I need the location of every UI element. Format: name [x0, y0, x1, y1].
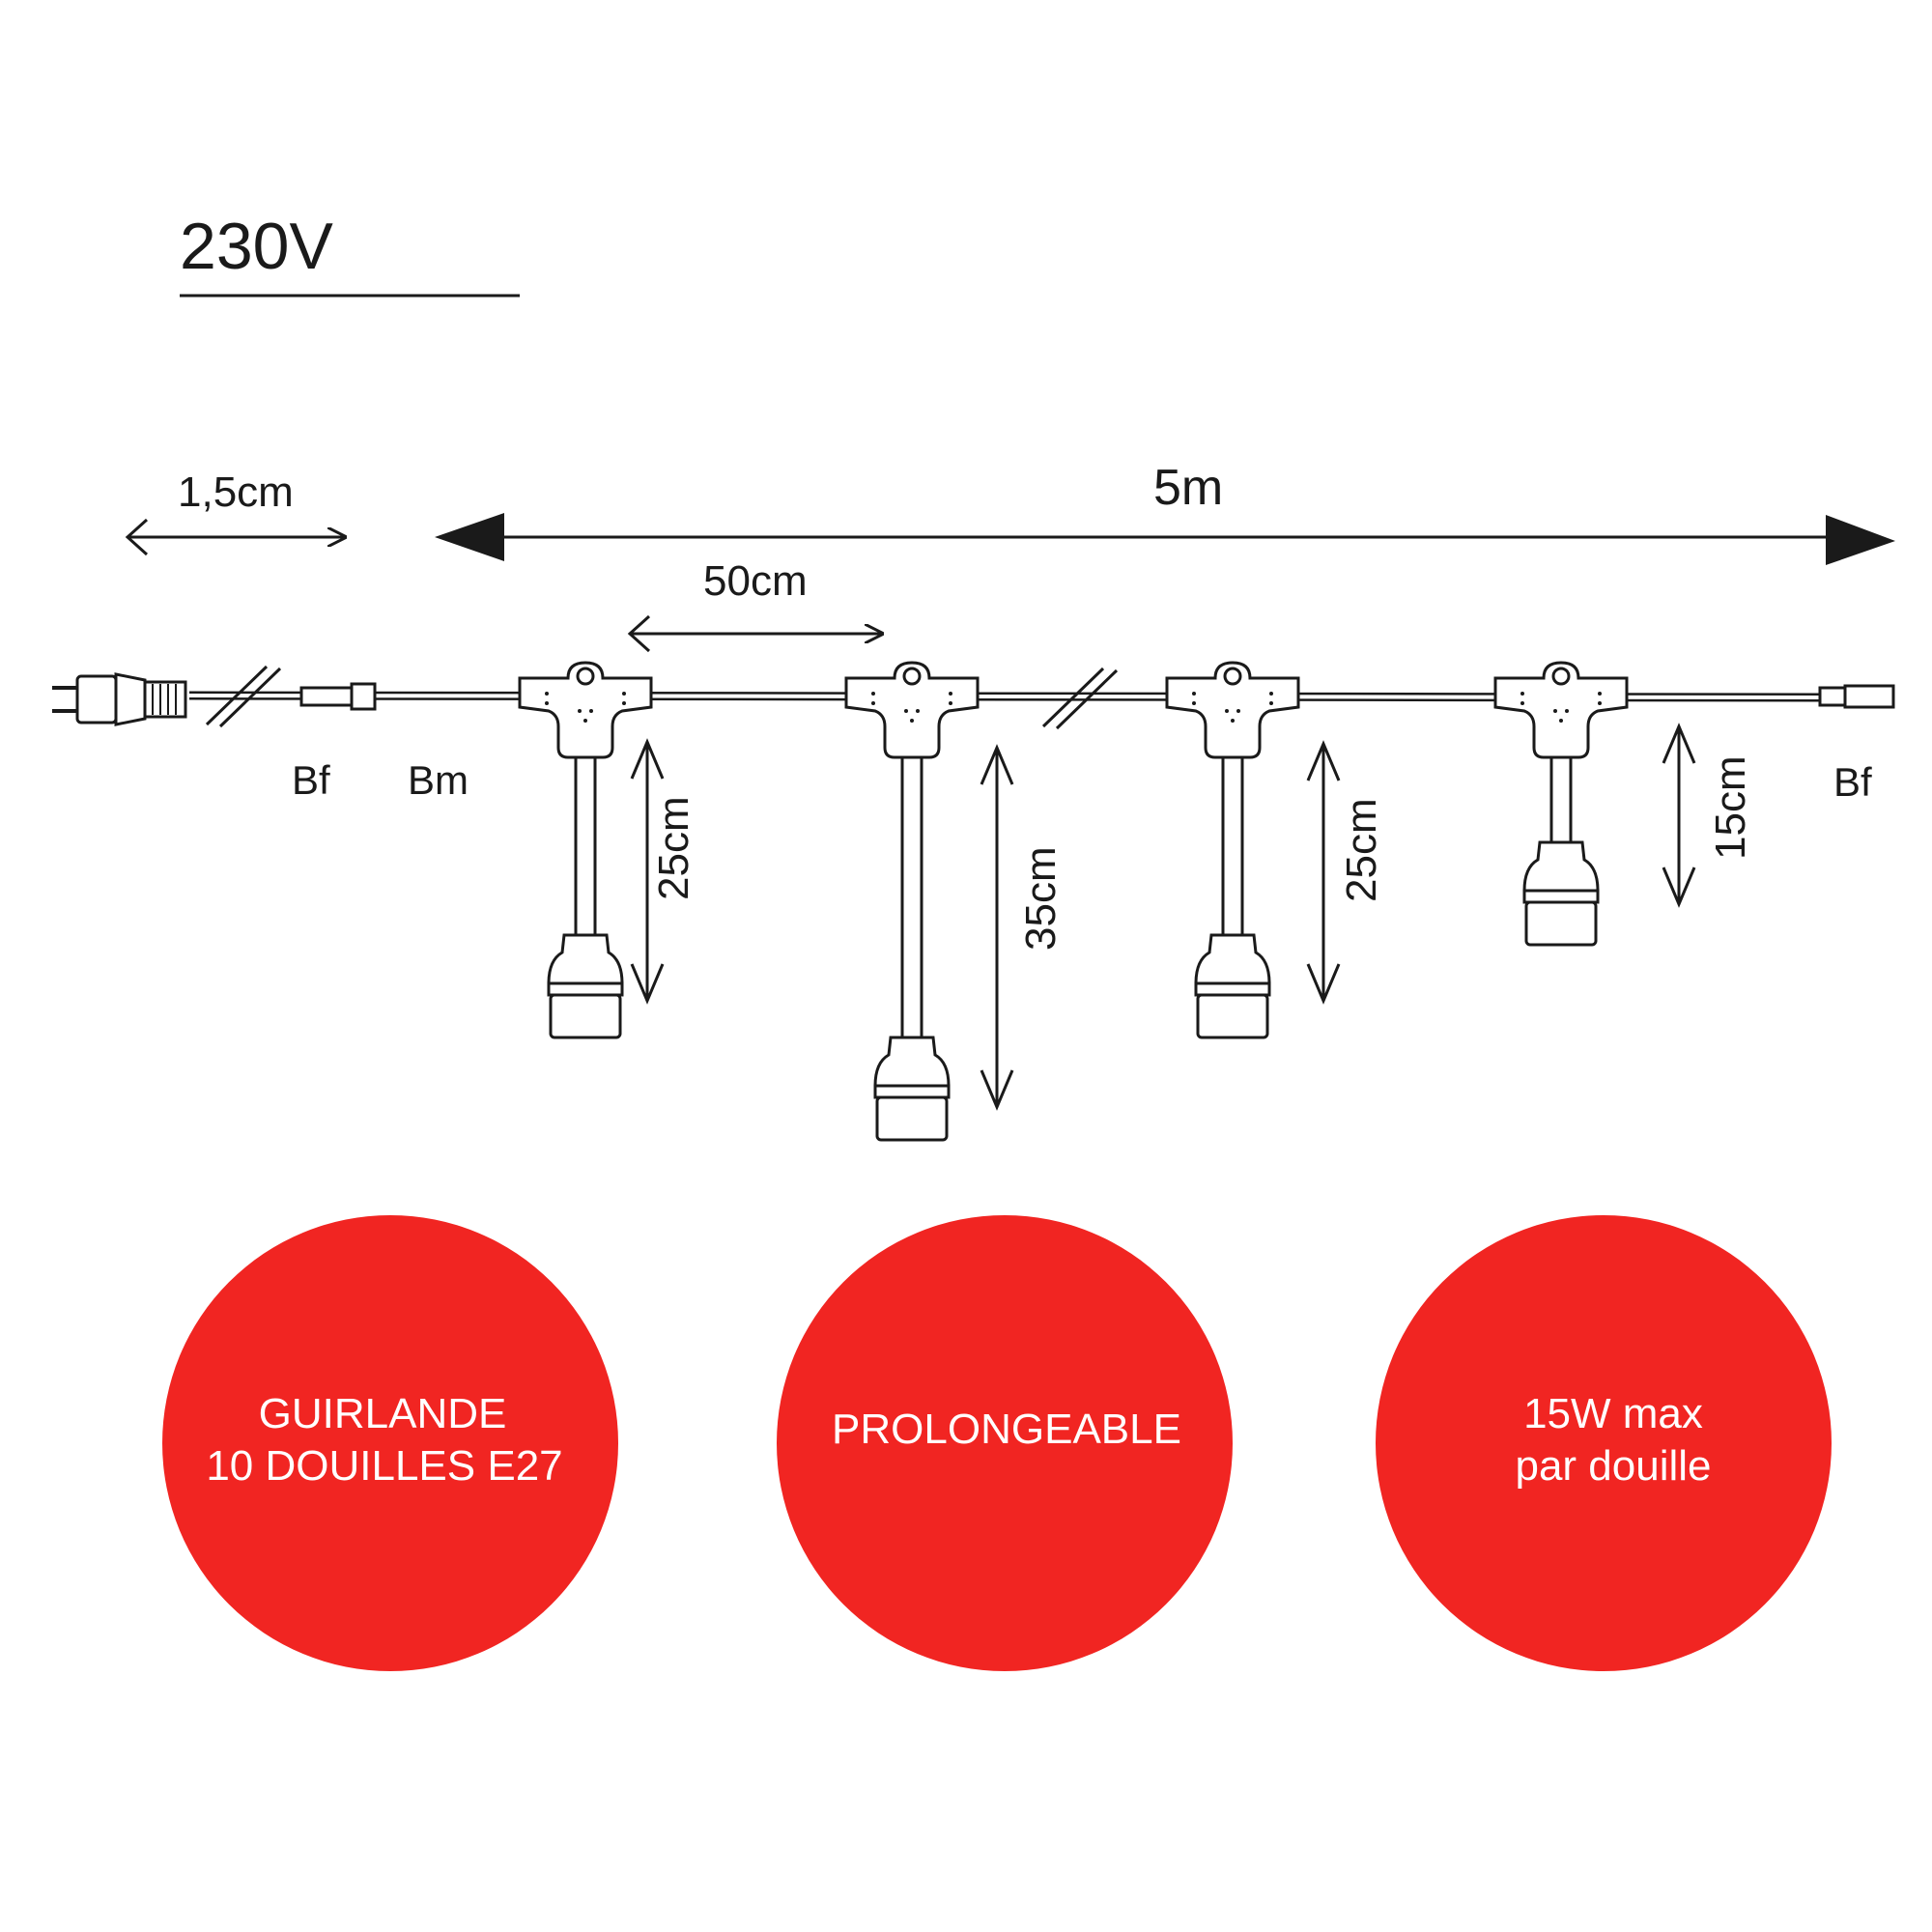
socket-3 — [1165, 661, 1300, 1039]
drop-1-label: 25cm — [650, 796, 697, 900]
plug-cable-label: 1,5cm — [178, 469, 294, 516]
drop-3-label: 25cm — [1338, 798, 1385, 902]
badge-line-1: GUIRLANDE — [259, 1390, 507, 1437]
drop-2-arrow — [980, 744, 1014, 1111]
badge-line-2: 10 DOUILLES E27 — [206, 1442, 562, 1490]
total-length-arrowhead-right — [1826, 515, 1895, 565]
drop-3-arrow — [1306, 740, 1341, 1005]
badge-sockets: GUIRLANDE 10 DOUILLES E27 — [162, 1215, 618, 1671]
spacing-label: 50cm — [703, 557, 808, 605]
drop-1-arrow — [630, 738, 665, 1005]
badge-line-2: par douille — [1515, 1442, 1711, 1490]
badge-line-1: PROLONGEABLE — [832, 1406, 1181, 1453]
connector-label-right-female: Bf — [1833, 759, 1872, 805]
badge-circle — [777, 1215, 1233, 1671]
plug-cable-arrow-left — [125, 518, 149, 556]
drop-2-label: 35cm — [1017, 846, 1065, 951]
drop-4-label: 15cm — [1707, 755, 1754, 860]
female-connector-right — [1818, 684, 1895, 709]
female-connector-left — [299, 682, 377, 711]
badge-line-1: 15W max — [1523, 1390, 1703, 1437]
cable-break-middle — [1041, 667, 1119, 730]
connector-label-male: Bm — [408, 757, 469, 803]
plug-icon — [52, 672, 187, 726]
socket-4 — [1493, 661, 1629, 947]
badge-circle — [1376, 1215, 1832, 1671]
connector-label-left-female: Bf — [292, 757, 330, 803]
voltage-label: 230V — [180, 210, 333, 283]
socket-1 — [518, 661, 653, 1039]
badge-extendable: PROLONGEABLE — [777, 1215, 1233, 1671]
drop-4-arrow — [1662, 723, 1696, 908]
cable-break-left — [205, 665, 282, 728]
total-length-arrowhead-left — [435, 513, 504, 561]
spacing-arrow-left — [627, 614, 651, 653]
badge-wattage: 15W max par douille — [1376, 1215, 1832, 1671]
badge-circle — [162, 1215, 618, 1671]
socket-2 — [844, 661, 980, 1142]
total-length-label: 5m — [1153, 460, 1223, 516]
